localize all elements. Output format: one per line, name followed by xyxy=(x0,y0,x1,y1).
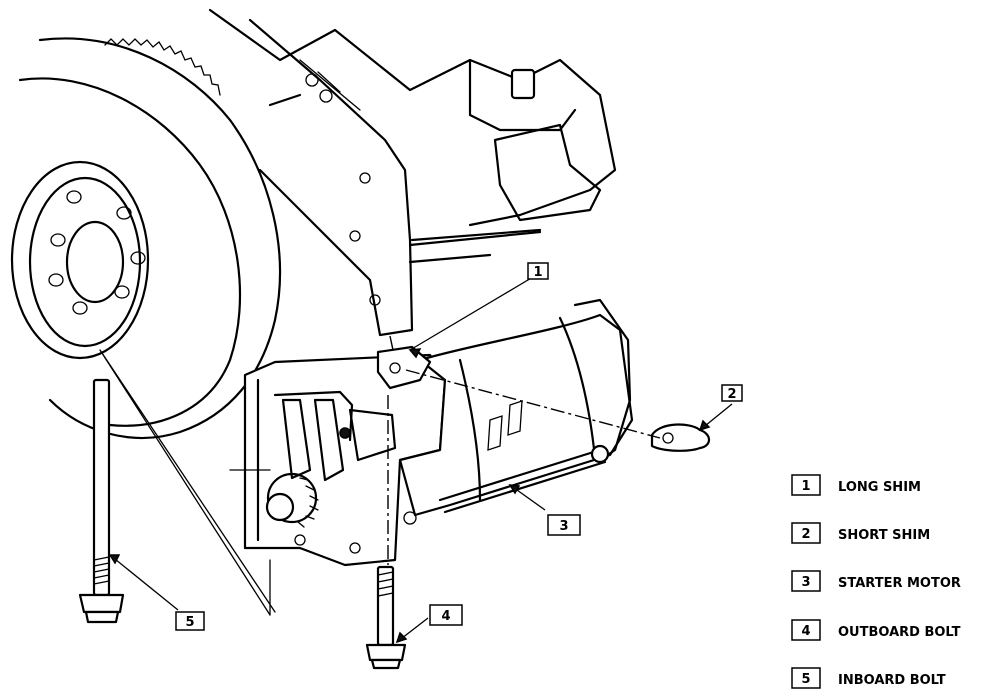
callout-5: 5 xyxy=(175,611,205,631)
svg-text:3: 3 xyxy=(559,519,568,534)
callout-3: 3 xyxy=(547,514,581,536)
svg-text:OUTBOARD BOLT: OUTBOARD BOLT xyxy=(838,625,961,640)
legend-item-outboard-bolt: 4 OUTBOARD BOLT xyxy=(791,619,961,641)
outboard-bolt xyxy=(365,565,407,670)
svg-text:5: 5 xyxy=(801,672,810,687)
svg-text:INBOARD BOLT: INBOARD BOLT xyxy=(838,673,946,688)
legend: 1 LONG SHIM 2 SHORT SHIM 3 STARTER MOTOR… xyxy=(791,474,961,689)
legend-item-inboard-bolt: 5 INBOARD BOLT xyxy=(791,667,946,689)
short-shim xyxy=(650,423,711,452)
flywheel xyxy=(10,37,282,440)
svg-text:4: 4 xyxy=(801,624,810,639)
svg-text:STARTER MOTOR: STARTER MOTOR xyxy=(838,576,961,591)
svg-text:1: 1 xyxy=(801,479,810,494)
svg-text:4: 4 xyxy=(441,609,450,624)
svg-text:3: 3 xyxy=(801,575,810,590)
starter-motor xyxy=(243,298,634,567)
svg-text:2: 2 xyxy=(727,387,736,402)
inboard-bolt xyxy=(78,378,125,624)
svg-text:LONG SHIM: LONG SHIM xyxy=(838,480,921,495)
svg-text:5: 5 xyxy=(185,615,194,630)
engine-block xyxy=(208,8,617,337)
long-shim xyxy=(376,345,432,390)
legend-item-starter-motor: 3 STARTER MOTOR xyxy=(791,570,961,592)
legend-item-long-shim: 1 LONG SHIM xyxy=(791,474,921,496)
callout-4: 4 xyxy=(429,604,463,626)
svg-text:SHORT SHIM: SHORT SHIM xyxy=(838,528,930,543)
callout-1: 1 xyxy=(527,262,549,280)
svg-text:2: 2 xyxy=(801,527,810,542)
callout-2: 2 xyxy=(721,384,743,402)
svg-text:1: 1 xyxy=(533,265,542,280)
legend-item-short-shim: 2 SHORT SHIM xyxy=(791,522,930,544)
